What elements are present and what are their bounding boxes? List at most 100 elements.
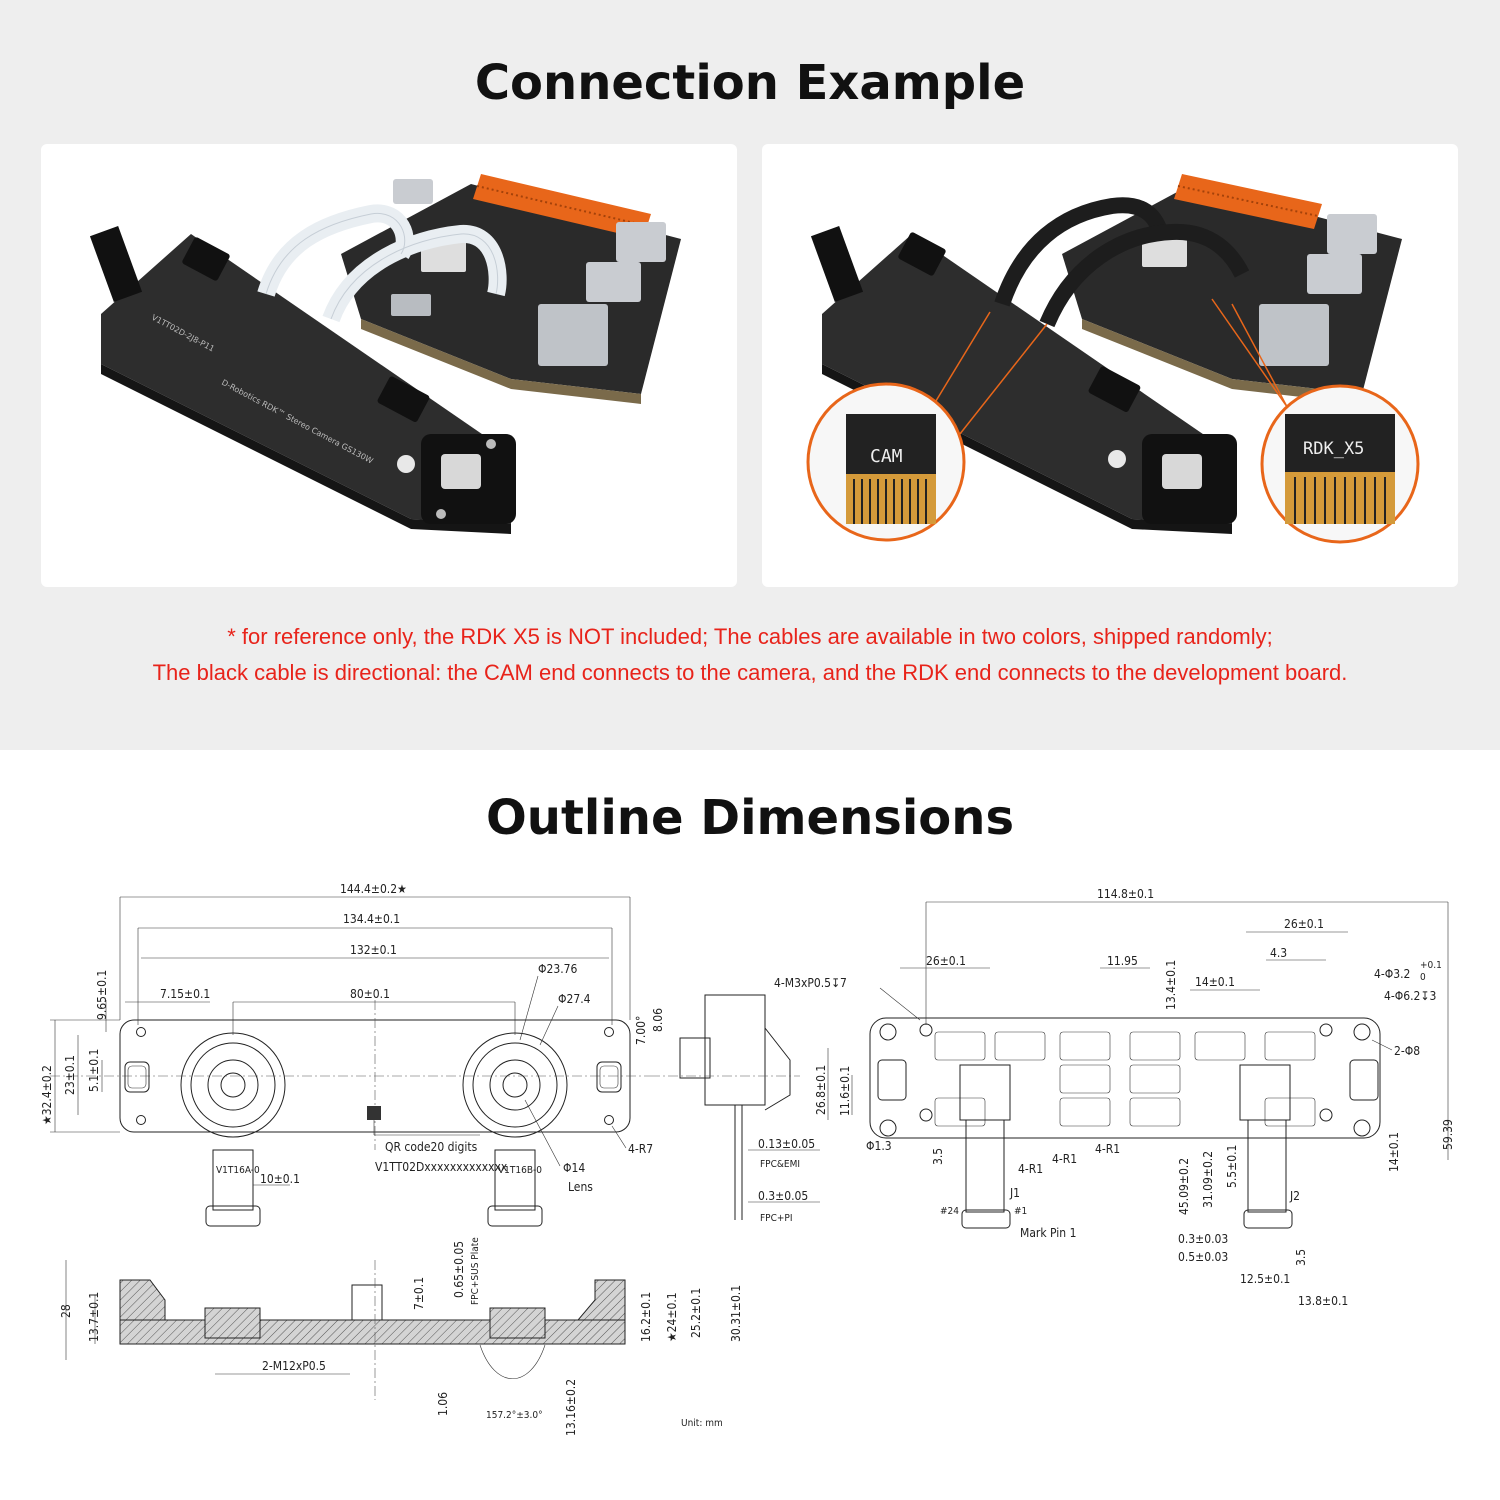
fpc-pi-label: FPC+PI [760,1213,793,1224]
dim-80: 80±0.1 [350,987,390,1001]
right-lens [462,1032,568,1138]
dim-0-65: 0.65±0.05 [452,1241,466,1298]
hole-3-2-tol-lo: 0 [1420,972,1426,983]
dim-0-5-back: 0.5±0.03 [1178,1250,1228,1264]
dim-0-13: 0.13±0.05 [758,1137,815,1151]
ethernet-port [538,304,608,366]
rdk-x5-label: RDK_X5 [1303,439,1364,459]
qr-note-2: V1TT02Dxxxxxxxxxxxxx [375,1160,508,1174]
dim-4-3: 4.3 [1270,946,1287,960]
brand-logo-icon [1108,450,1126,468]
pin24-label: #24 [940,1206,959,1217]
dim-9-65: 9.65±0.1 [95,970,109,1020]
fpc-left-label: V1T16A-0 [216,1165,260,1176]
dim-114-8: 114.8±0.1 [1097,887,1154,901]
radius-label: 4-R7 [628,1142,653,1156]
dim-5-1: 5.1±0.1 [87,1049,101,1092]
dim-132: 132±0.1 [350,943,397,957]
j2-label: J2 [1289,1189,1300,1203]
dim-59-39: 59.39 [1441,1119,1455,1150]
side-angle: 7.00° [634,1016,648,1045]
dim-11-95: 11.95 [1107,954,1138,968]
header-pins [473,174,651,239]
dim-0-3-back: 0.3±0.03 [1178,1232,1228,1246]
qr-note-1: QR code20 digits [385,1140,478,1154]
photo-black-cable: CAM RDK_X5 [762,144,1458,587]
dim-0-3: 0.3±0.05 [758,1189,808,1203]
outline-dimensions-section: Outline Dimensions [0,750,1500,1500]
dim-8-06: 8.06 [651,1008,665,1032]
stereo-camera-board [810,225,1237,534]
dim-7-15: 7.15±0.1 [160,987,210,1001]
fpc-emi-label: FPC&EMI [760,1159,800,1170]
pin1-label: #1 [1014,1206,1027,1217]
dim-45-09: 45.09±0.2 [1177,1158,1191,1215]
back-outline [869,1017,1381,1139]
angle-157: 157.2°±3.0° [486,1410,543,1421]
outline-dimensions-title: Outline Dimensions [485,790,1015,846]
dim-11-6: 11.6±0.1 [838,1066,852,1116]
photo-white-cable: D-Robotics RDK™ Stereo Camera GS130W V1T… [41,144,737,587]
brand-logo-icon [397,455,415,473]
hole-3-2-tol-up: +0.1 [1420,960,1442,971]
dim-13-8: 13.8±0.1 [1298,1294,1348,1308]
hole-6-2: 4-Φ6.2↧3 [1384,989,1436,1003]
r1-c: 4-R1 [1095,1142,1120,1156]
sus-plate-label: FPC+SUS Plate [470,1237,481,1305]
r1-b: 4-R1 [1052,1152,1077,1166]
dia-1-3: Φ1.3 [866,1139,892,1153]
dia-23-76: Φ23.76 [538,962,578,976]
j1-label: J1 [1009,1186,1020,1200]
dim-overall-width: 144.4±0.2★ [340,882,407,896]
usb-port [1307,254,1362,294]
mark-pin-label: Mark Pin 1 [1020,1226,1076,1240]
dim-25-2: 25.2±0.1 [689,1288,703,1338]
left-lens [180,1032,286,1138]
dia-27-4: Φ27.4 [558,992,591,1006]
rdk-callout: RDK_X5 [1260,384,1420,544]
dim-13-16: 13.16±0.2 [564,1379,578,1436]
lens-label: Lens [568,1180,593,1194]
callout-line-rdk [1211,298,1293,415]
dim-12-5: 12.5±0.1 [1240,1272,1290,1286]
hole-8: 2-Φ8 [1394,1044,1420,1058]
cam-label: CAM [870,446,903,467]
dim-134: 134.4±0.1 [343,912,400,926]
thread-m3: 4-M3xP0.5↧7 [774,976,847,990]
front-view: QR code20 digits V1TT02Dxxxxxxxxxxxxx V1… [40,882,653,1227]
dim-7: 7±0.1 [412,1277,426,1310]
dim-1-06: 1.06 [436,1392,450,1416]
dim-26-left: 26±0.1 [926,954,966,968]
dim-24: ★24±0.1 [665,1292,679,1342]
dim-30-31: 30.31±0.1 [729,1285,743,1342]
header-pins [1174,174,1322,229]
dim-31-09: 31.09±0.2 [1201,1151,1215,1208]
usb-port [616,222,666,262]
unit-label: Unit: mm [681,1418,723,1429]
dim-5-5: 5.5±0.1 [1225,1145,1239,1188]
black-ribbon-cables [994,197,1250,328]
usb-port [586,262,641,302]
thread-m12: 2-M12xP0.5 [262,1359,326,1373]
fpc-right-label: V1T16B-0 [498,1165,542,1176]
back-view: 114.8±0.1 26±0.1 4.3 11.95 13.4±0.1 26±0… [774,887,1455,1308]
dim-16-2: 16.2±0.1 [639,1292,653,1342]
dim-32-4: ★32.4±0.2 [40,1065,54,1125]
dim-10: 10±0.1 [260,1172,300,1186]
dim-26-8: 26.8±0.1 [814,1065,828,1115]
connection-example-section: Connection Example [0,0,1500,750]
usb-port [1327,214,1377,254]
cam-callout: CAM [806,382,966,542]
dim-3-5-right: 3.5 [1294,1249,1308,1266]
dim-28: 28 [59,1304,73,1318]
hole-3-2: 4-Φ3.2 [1374,967,1410,981]
dim-13-7: 13.7±0.1 [87,1292,101,1342]
dia-14: Φ14 [563,1161,585,1175]
r1-a: 4-R1 [1018,1162,1043,1176]
note-line-1: * for reference only, the RDK X5 is NOT … [227,624,1273,649]
dim-14-top: 14±0.1 [1195,975,1235,989]
ethernet-port [1259,304,1329,366]
dim-3-5-left: 3.5 [931,1148,945,1165]
white-ribbon-cables [257,204,507,323]
connection-example-title: Connection Example [474,55,1026,111]
